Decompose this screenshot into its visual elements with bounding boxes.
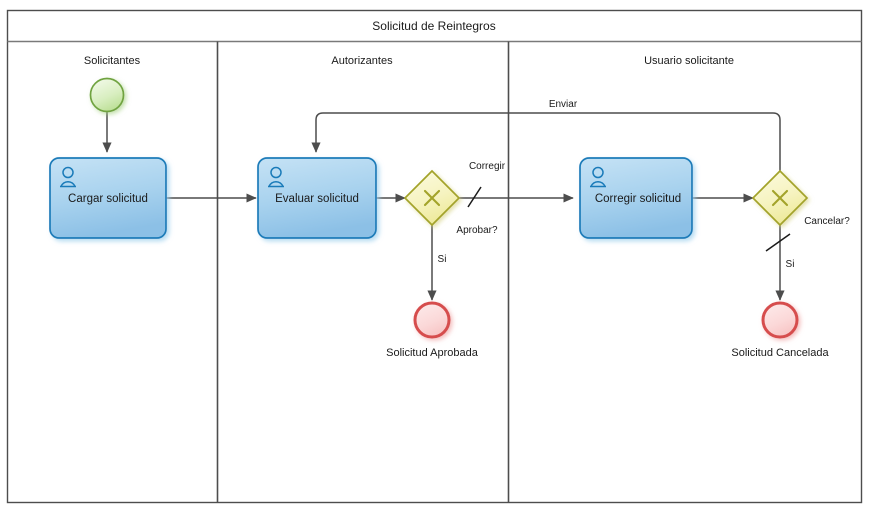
end-event-aprobada-circle[interactable] (413, 301, 451, 339)
user-icon (60, 166, 76, 188)
flow-label-cancelar: Cancelar? (804, 216, 850, 227)
user-icon (590, 166, 606, 188)
task-corregir-solicitud-box[interactable] (579, 157, 693, 239)
pool-outline (6, 9, 863, 504)
end-event-solicitud-cancelada[interactable]: Solicitud Cancelada (731, 301, 829, 359)
end-event-aprobada-label: Solicitud Aprobada (386, 347, 479, 359)
end-event-cancelada-label: Solicitud Cancelada (731, 347, 829, 359)
flow-label-aprobar: Aprobar? (456, 225, 498, 236)
default-flow-markers (467, 186, 791, 252)
task-evaluar-solicitud[interactable]: Evaluar solicitud (257, 157, 377, 239)
task-cargar-solicitud-box[interactable] (49, 157, 167, 239)
pool-title: Solicitud de Reintegros (372, 19, 495, 33)
lane-title-autorizantes: Autorizantes (331, 55, 393, 67)
flow-gateway-cancelar-to-evaluar (311, 112, 781, 171)
task-cargar-solicitud-label: Cargar solicitud (68, 193, 148, 205)
default-marker-corregir (467, 186, 482, 208)
gateway-x-icon (771, 189, 789, 207)
lane-dividers (216, 41, 510, 502)
end-event-cancelada-circle[interactable] (761, 301, 799, 339)
lane-title-usuario-solicitante: Usuario solicitante (644, 55, 734, 67)
sequence-flows (102, 112, 785, 301)
gateway-aprobar[interactable] (403, 169, 461, 227)
gateway-cancelar[interactable] (751, 169, 809, 227)
task-evaluar-solicitud-box[interactable] (257, 157, 377, 239)
end-event-solicitud-aprobada[interactable]: Solicitud Aprobada (386, 301, 479, 359)
task-evaluar-solicitud-label: Evaluar solicitud (275, 193, 359, 205)
start-event-circle[interactable] (89, 77, 125, 113)
flow-label-enviar: Enviar (549, 99, 578, 110)
task-cargar-solicitud[interactable]: Cargar solicitud (49, 157, 167, 239)
flow-label-si-cancelar: Si (786, 259, 795, 270)
task-corregir-solicitud[interactable]: Corregir solicitud (579, 157, 693, 239)
gateway-x-icon (423, 189, 441, 207)
task-corregir-solicitud-label: Corregir solicitud (595, 193, 681, 205)
flow-label-si-aprobar: Si (438, 254, 447, 265)
lane-title-solicitantes: Solicitantes (84, 55, 141, 67)
default-marker-si-cancelar (765, 233, 791, 252)
pool-frame (6, 9, 863, 504)
flow-label-corregir: Corregir (469, 161, 506, 172)
user-icon (268, 166, 284, 188)
start-event[interactable] (89, 77, 125, 113)
